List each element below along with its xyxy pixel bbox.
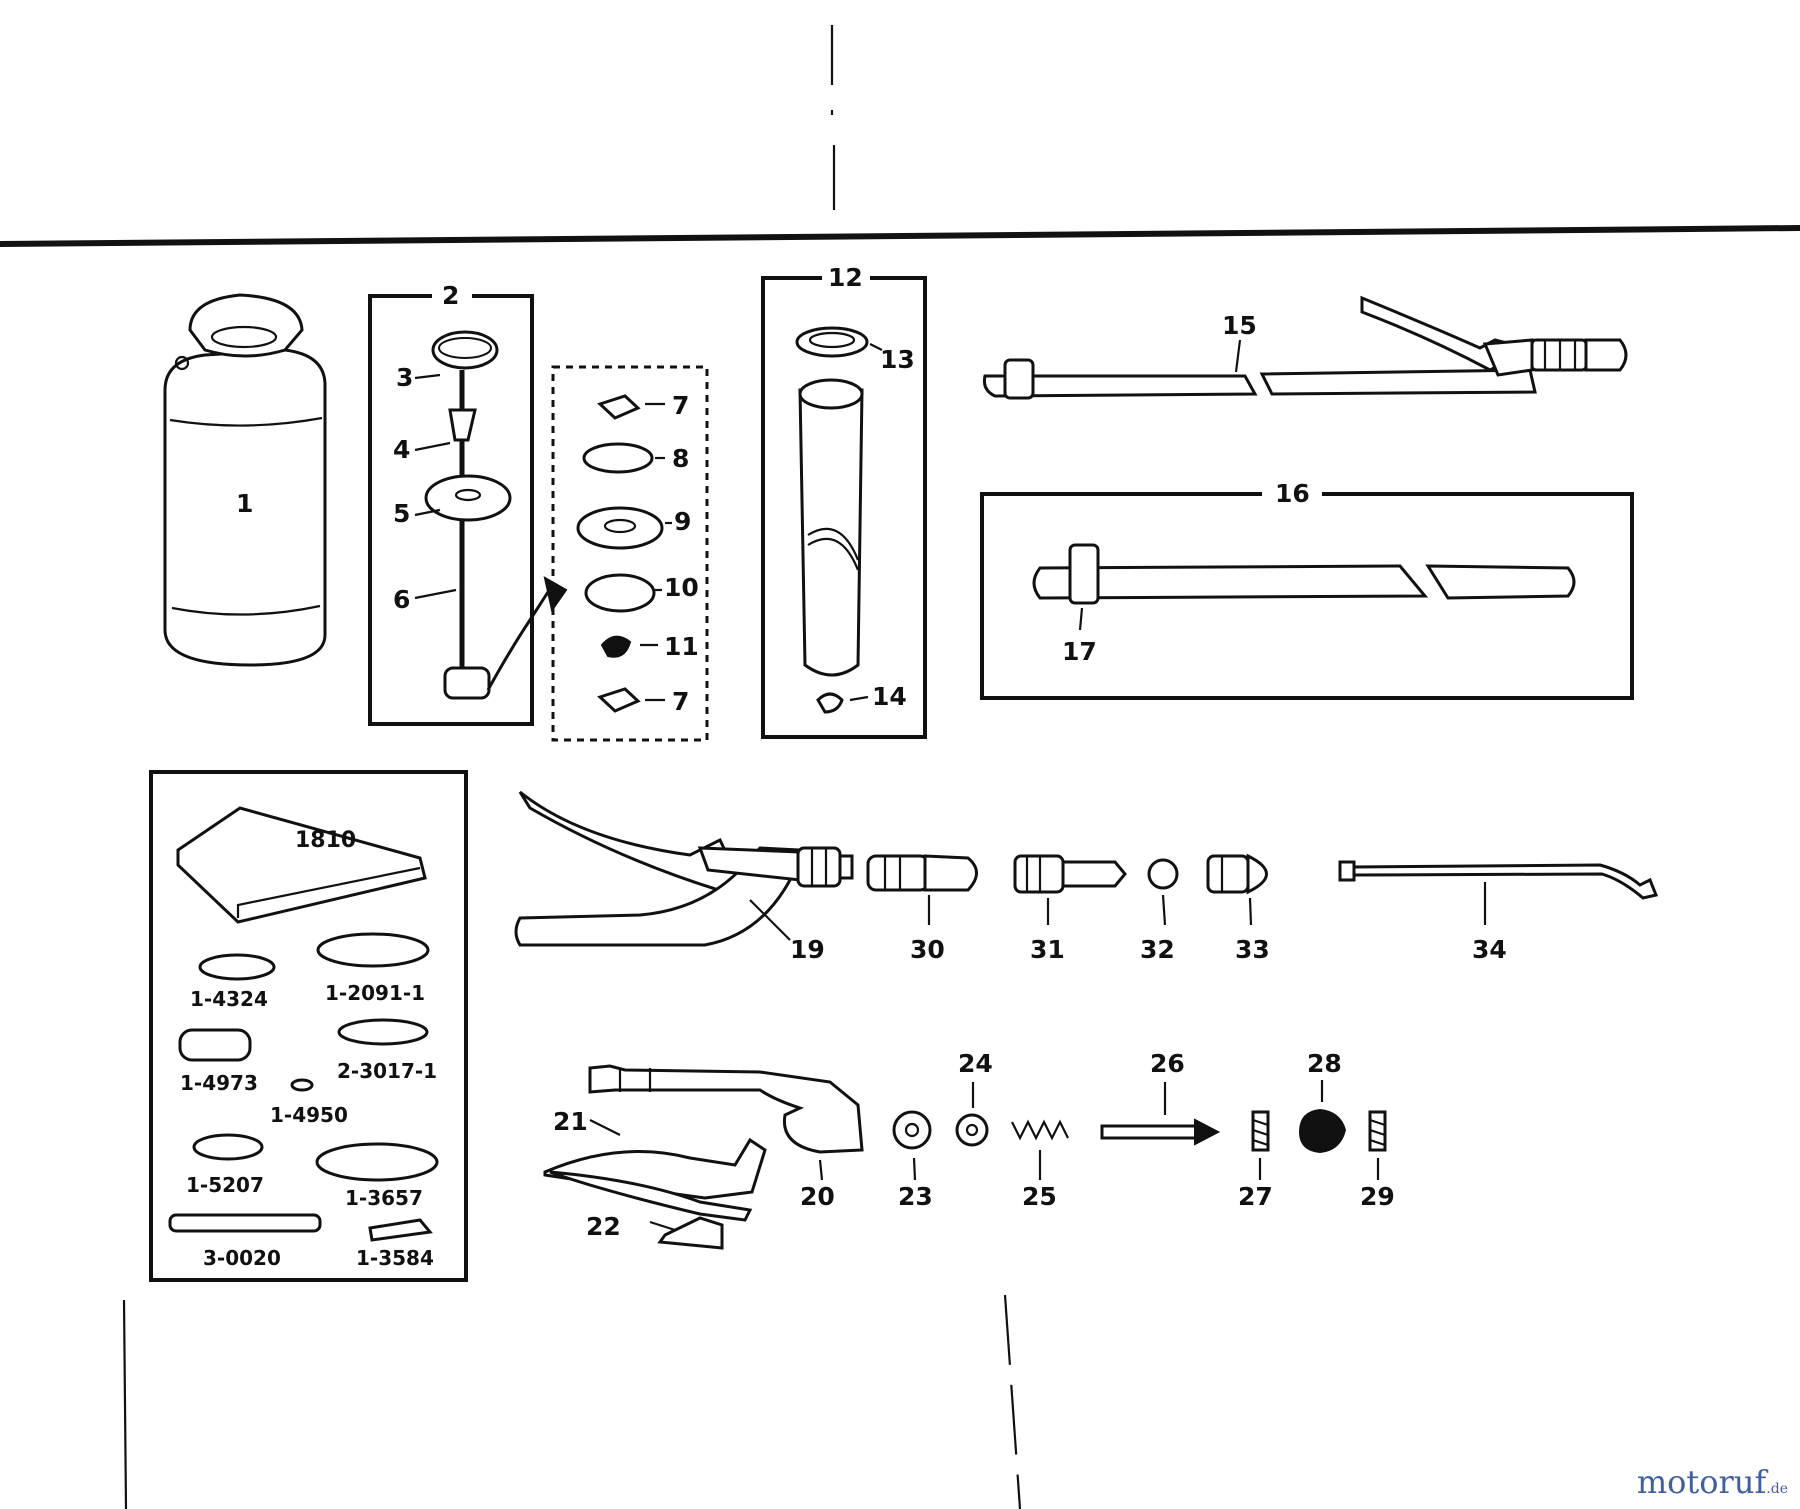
label-7a: 7: [672, 391, 689, 420]
watermark-brand-main: motoruf: [1636, 1463, 1767, 1501]
nozzle-parts: 30 31 32 33 34: [866, 853, 1659, 964]
label-29: 29: [1360, 1182, 1395, 1211]
tank: 1: [163, 293, 327, 667]
label-24: 24: [958, 1049, 993, 1078]
service-kit: 1810 1-4324 1-2091-1 1-4973 2-3017-1 1-4…: [149, 770, 468, 1282]
label-14: 14: [872, 682, 907, 711]
kit-box-label: 1810: [295, 828, 356, 853]
label-31: 31: [1030, 935, 1065, 964]
label-25: 25: [1022, 1182, 1057, 1211]
kit-item-3: 1-4973: [180, 1071, 258, 1095]
label-1: 1: [236, 489, 253, 518]
kit-item-9: 1-3584: [356, 1246, 434, 1270]
label-23: 23: [898, 1182, 933, 1211]
label-17: 17: [1062, 637, 1097, 666]
cylinder-assembly: 12 13 14: [761, 263, 927, 739]
kit-item-6: 1-5207: [186, 1173, 264, 1197]
label-9: 9: [674, 507, 691, 536]
label-26: 26: [1150, 1049, 1185, 1078]
lance-with-trigger: 15: [983, 295, 1628, 400]
kit-item-8: 3-0020: [203, 1246, 281, 1270]
page-frame: [0, 25, 1800, 1509]
pump-assembly: 2 3 4 5 6: [368, 281, 568, 726]
label-22: 22: [586, 1212, 621, 1241]
label-33: 33: [1235, 935, 1270, 964]
label-10: 10: [664, 573, 699, 602]
label-2: 2: [442, 281, 459, 310]
label-5: 5: [393, 499, 410, 528]
label-12: 12: [828, 263, 863, 292]
label-3: 3: [396, 363, 413, 392]
label-6: 6: [393, 585, 410, 614]
label-30: 30: [910, 935, 945, 964]
extension-tube: 16 17: [980, 479, 1634, 700]
label-21: 21: [553, 1107, 588, 1136]
label-16: 16: [1275, 479, 1310, 508]
trigger-handle: 19: [514, 790, 854, 964]
label-19: 19: [790, 935, 825, 964]
label-13: 13: [880, 345, 915, 374]
label-28: 28: [1307, 1049, 1342, 1078]
valve-internals: 23 24 25 26 27 28 29: [892, 1049, 1395, 1211]
label-7b: 7: [672, 687, 689, 716]
handle-body: 21 22 20: [543, 1064, 864, 1250]
label-32: 32: [1140, 935, 1175, 964]
kit-item-2: 1-2091-1: [325, 981, 425, 1005]
label-8: 8: [672, 444, 689, 473]
label-4: 4: [393, 435, 410, 464]
label-34: 34: [1472, 935, 1507, 964]
label-20: 20: [800, 1182, 835, 1211]
kit-item-1: 1-4324: [190, 987, 268, 1011]
label-15: 15: [1222, 311, 1257, 340]
kit-item-5: 1-4950: [270, 1103, 348, 1127]
valve-parts: 7 8 9 10 11 7: [551, 365, 709, 742]
label-27: 27: [1238, 1182, 1273, 1211]
label-11: 11: [664, 632, 699, 661]
watermark-logo: motoruf.de: [1637, 1463, 1788, 1501]
kit-item-4: 2-3017-1: [337, 1059, 437, 1083]
kit-item-7: 1-3657: [345, 1186, 423, 1210]
watermark-brand-tld: .de: [1766, 1481, 1788, 1497]
